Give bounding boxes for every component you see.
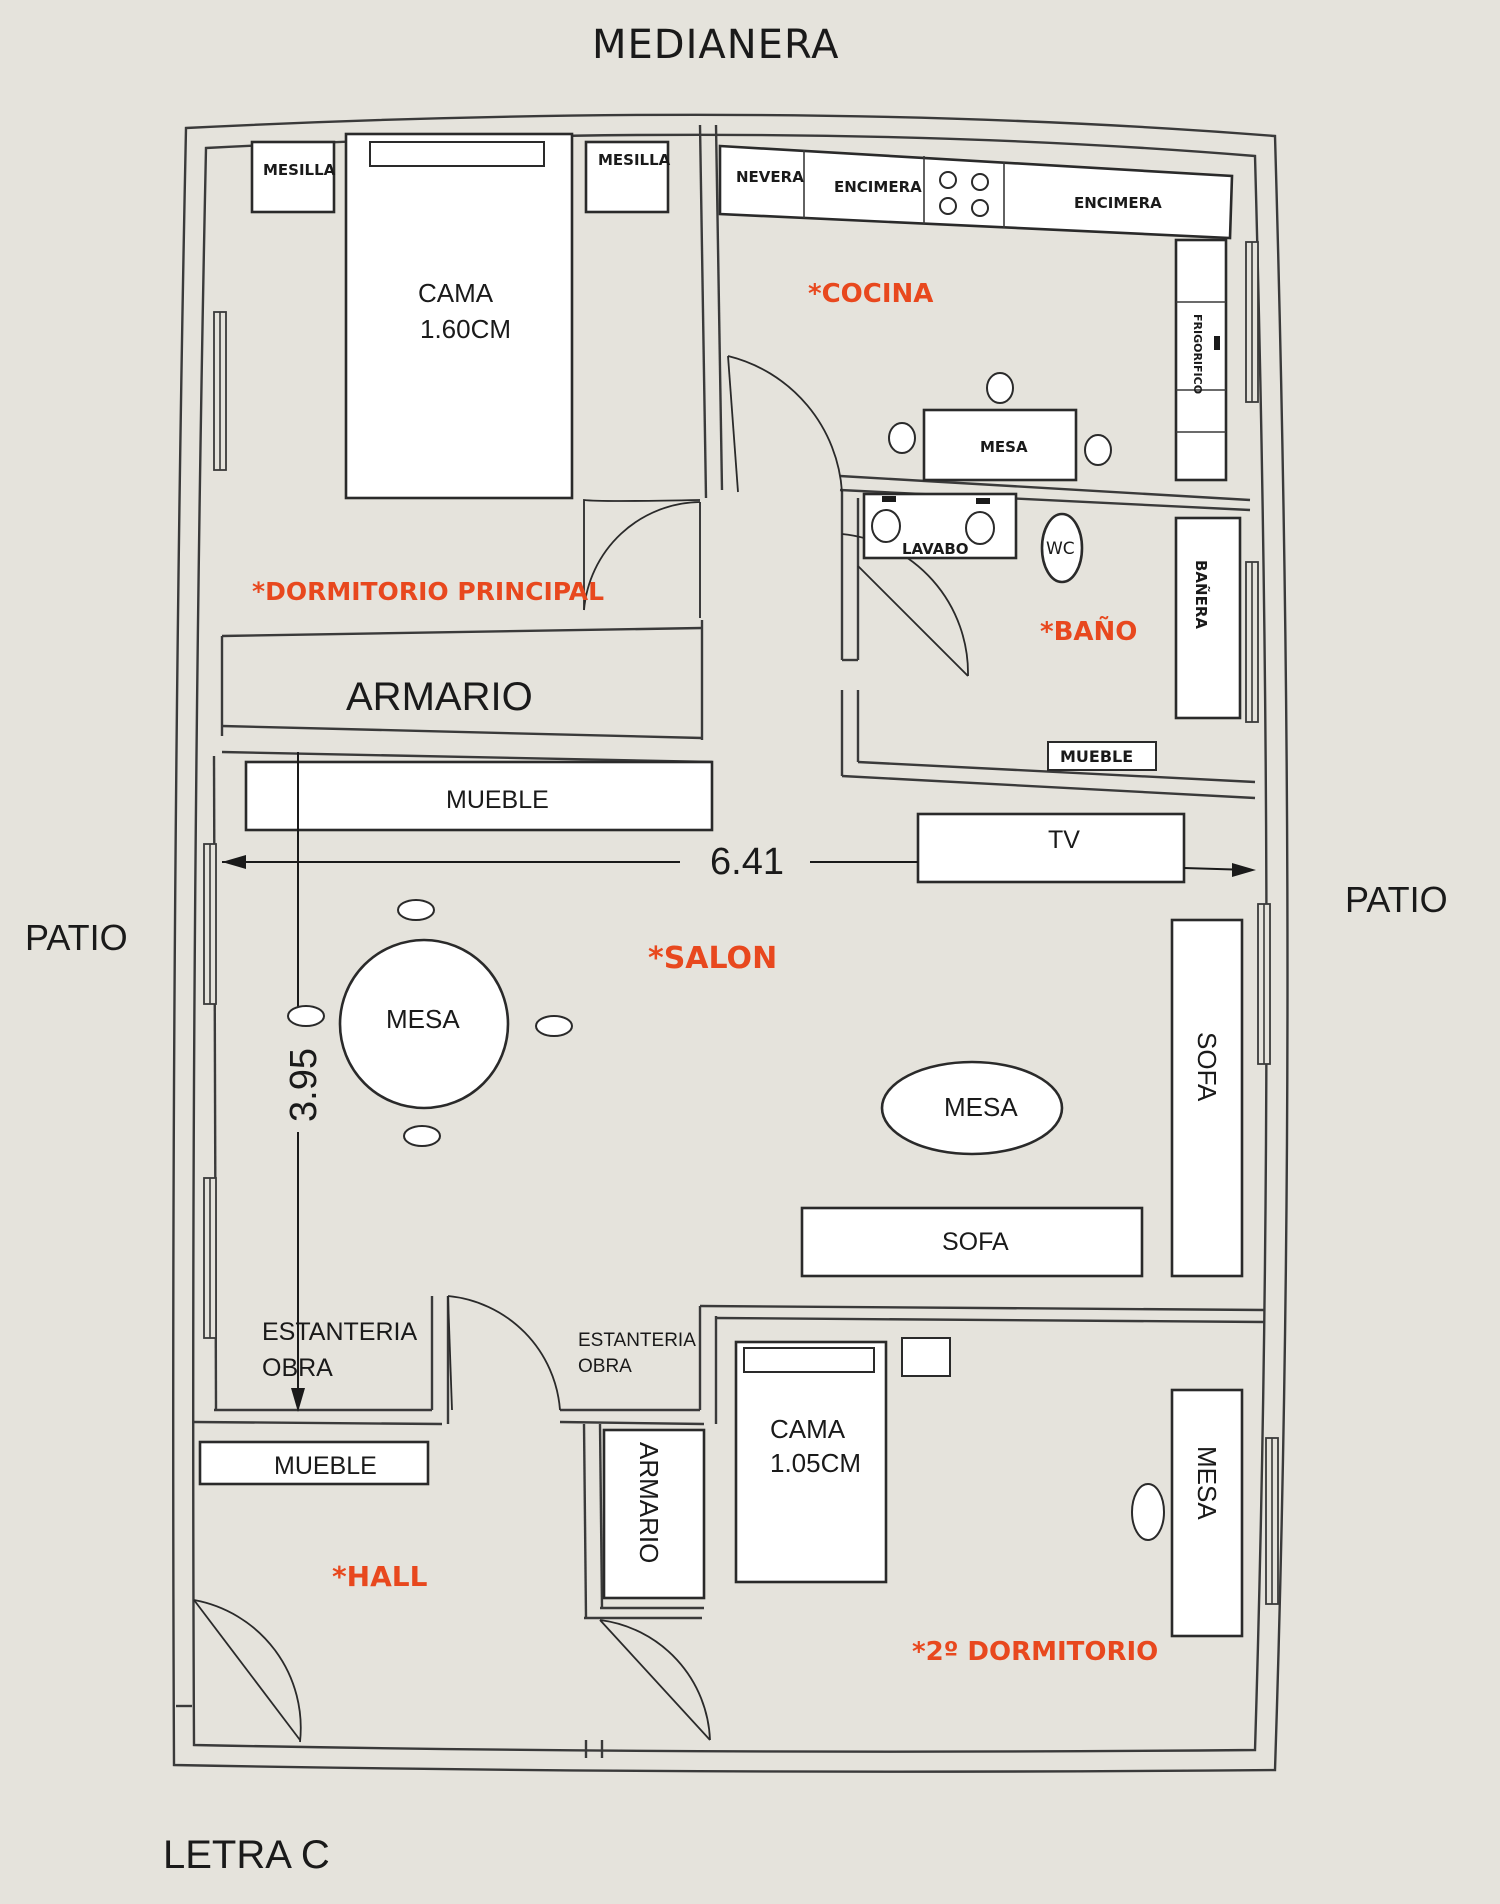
room-segundo-dormitorio: CAMA 1.05CM MESA *2º DORMITORIO	[734, 1337, 1244, 1667]
sofa-vertical	[1170, 918, 1244, 1278]
tv-label: TV	[1048, 826, 1080, 854]
room-label-cocina: *COCINA	[808, 279, 933, 309]
frigorifico-label: FRIGORIFICO	[1191, 314, 1204, 394]
mesa-cocina-label: MESA	[980, 438, 1028, 456]
mesa-centro	[880, 1060, 1064, 1156]
wc	[1040, 512, 1084, 584]
mesa-dormitorio2-label: MESA	[1192, 1446, 1222, 1520]
estanteria-obra-2-label: OBRA	[578, 1356, 632, 1377]
kitchen-chair	[1084, 434, 1112, 466]
estanteria-obra-1-label: ESTANTERIA	[262, 1318, 417, 1346]
mesilla-right-label: MESILLA	[598, 151, 671, 169]
kitchen-chair	[986, 372, 1014, 404]
room-label-salon: *SALON	[648, 941, 777, 976]
room-label-dormitorio: *DORMITORIO PRINCIPAL	[252, 577, 604, 606]
mesa-redonda	[338, 938, 510, 1110]
mueble-hall	[198, 1440, 430, 1486]
room-bano: LAVABO WC BAÑERA *BAÑO MUEBLE	[862, 492, 1242, 771]
windows	[203, 241, 1279, 1605]
room-salon: MUEBLE TV 6.41 3.95 *SALON MESA MESA	[222, 752, 1256, 1412]
cama-dormitorio2-pillow	[743, 1347, 875, 1373]
mueble-bano-label: MUEBLE	[1060, 747, 1133, 766]
room-label-hall: *HALL	[332, 1560, 428, 1593]
label-patio-left: PATIO	[25, 917, 128, 958]
room-label-bano: *BAÑO	[1040, 615, 1137, 647]
mesa-redonda-label: MESA	[386, 1004, 460, 1034]
room-hall: MUEBLE ARMARIO *HALL	[198, 1428, 706, 1600]
cama-dormitorio2-size: 1.05CM	[770, 1448, 861, 1478]
dining-chair	[397, 899, 435, 921]
dining-chair	[287, 1005, 325, 1027]
mueble-salon-label: MUEBLE	[446, 786, 549, 814]
wc-label: WC	[1046, 539, 1075, 559]
cama-principal-label: CAMA	[418, 278, 494, 308]
mesa-cocina	[922, 408, 1078, 482]
sofa-horizontal	[800, 1206, 1144, 1278]
room-dormitorio-principal: MESILLA MESILLA CAMA 1.60CM *DORMITORIO …	[250, 132, 671, 719]
mueble-bano	[1047, 741, 1157, 771]
sofa-horizontal-label: SOFA	[942, 1228, 1009, 1256]
estanteria-obra-1-label: OBRA	[262, 1354, 333, 1382]
dimension-depth: 3.95	[283, 752, 325, 1412]
kitchen-counter-right	[1174, 238, 1228, 482]
exterior-walls	[172, 113, 1289, 1773]
tv	[916, 812, 1186, 884]
cama-dormitorio2-label: CAMA	[770, 1414, 846, 1444]
mesilla-right	[584, 140, 670, 214]
cama-principal	[344, 132, 574, 500]
desk-chair	[1131, 1483, 1165, 1541]
mesa-centro-label: MESA	[944, 1092, 1018, 1122]
room-label-dormitorio2: *2º DORMITORIO	[912, 1637, 1158, 1667]
encimera-2-label: ENCIMERA	[1074, 194, 1162, 212]
encimera-1-label: ENCIMERA	[834, 178, 922, 196]
cama-principal-size: 1.60CM	[420, 314, 511, 344]
mesa-dormitorio2	[1170, 1388, 1244, 1638]
label-letra-c: LETRA C	[163, 1833, 330, 1877]
cooktop	[939, 171, 989, 217]
sofa-vertical-label: SOFA	[1192, 1032, 1222, 1102]
kitchen-counter-top	[718, 144, 1234, 240]
cama-dormitorio2	[734, 1340, 888, 1584]
nevera-label: NEVERA	[736, 168, 804, 186]
mesilla-left-label: MESILLA	[263, 161, 336, 179]
kitchen-chair	[888, 422, 916, 454]
armario-principal-label: ARMARIO	[346, 675, 533, 719]
lavabo-label: LAVABO	[902, 540, 969, 558]
banera-label: BAÑERA	[1192, 560, 1211, 629]
armario-hall	[602, 1428, 706, 1600]
dining-chair	[403, 1125, 441, 1147]
mueble-salon	[244, 760, 714, 832]
nightstand-dormitorio2	[901, 1337, 951, 1377]
dimension-depth-label: 3.95	[283, 1048, 325, 1122]
banera	[1174, 516, 1242, 720]
cama-principal-pillow	[369, 141, 545, 167]
armario-hall-label: ARMARIO	[634, 1442, 664, 1563]
estanteria-obra-2-label: ESTANTERIA	[578, 1330, 696, 1351]
label-patio-right: PATIO	[1345, 879, 1448, 920]
dining-chair	[535, 1015, 573, 1037]
mueble-hall-label: MUEBLE	[274, 1452, 377, 1480]
label-medianera: MEDIANERA	[592, 22, 839, 68]
mesilla-left	[250, 140, 336, 214]
dimension-width-label: 6.41	[710, 841, 784, 883]
room-cocina: NEVERA ENCIMERA ENCIMERA FRIGORIFICO *CO…	[718, 144, 1234, 482]
dimension-width: 6.41	[222, 841, 1256, 883]
